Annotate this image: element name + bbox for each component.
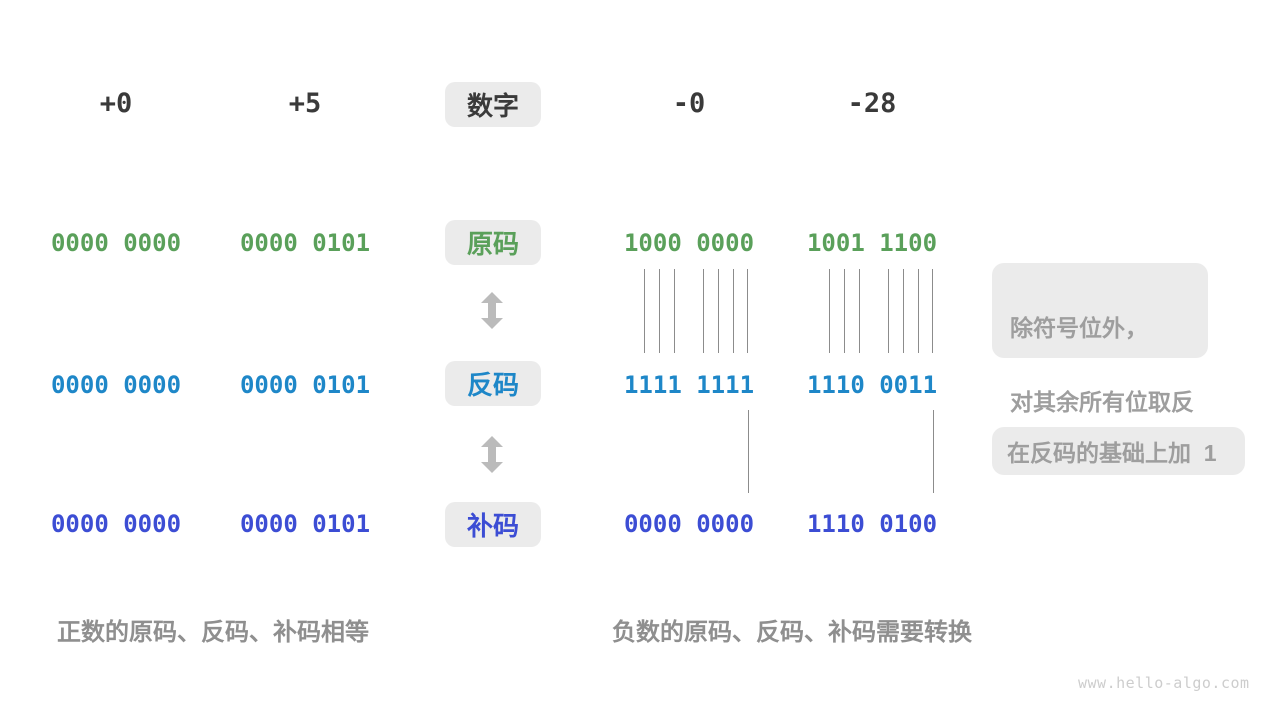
ones-complement-neg-zero: 1111 1111 [623, 371, 755, 399]
bit-tick [733, 269, 734, 353]
invert-bits-line1: 除符号位外， [1010, 315, 1148, 341]
invert-bits-annotation: 除符号位外， 对其余所有位取反 [992, 263, 1208, 415]
number-label-box: 数字 [445, 82, 541, 127]
bit-tick [674, 269, 675, 353]
sign-magnitude-pos-five: 0000 0101 [239, 229, 371, 257]
bit-tick [859, 269, 860, 353]
updown-arrow-icon [481, 436, 503, 473]
invert-bits-line2: 对其余所有位取反 [1010, 389, 1194, 415]
add-one-tick [748, 410, 749, 493]
positive-caption: 正数的原码、反码、补码相等 [57, 619, 369, 646]
bit-tick [703, 269, 704, 353]
sign-magnitude-label: 原码 [466, 229, 519, 259]
bit-tick [932, 269, 933, 353]
add-one-tick [933, 410, 934, 493]
header-minus-zero: -0 [672, 88, 706, 119]
ones-complement-pos-five: 0000 0101 [239, 371, 371, 399]
twos-complement-label: 补码 [466, 511, 519, 541]
sign-magnitude-label-box: 原码 [445, 220, 541, 265]
sign-magnitude-neg-zero: 1000 0000 [623, 229, 755, 257]
negative-caption: 负数的原码、反码、补码需要转换 [612, 619, 972, 646]
bit-tick [918, 269, 919, 353]
bit-tick [644, 269, 645, 353]
header-minus-28: -28 [847, 88, 897, 119]
twos-complement-neg-28: 1110 0100 [806, 510, 938, 538]
sign-magnitude-neg-28: 1001 1100 [806, 229, 938, 257]
twos-complement-pos-five: 0000 0101 [239, 510, 371, 538]
ones-complement-neg-28: 1110 0011 [806, 371, 938, 399]
bit-tick [747, 269, 748, 353]
updown-arrow-icon [481, 292, 503, 329]
bit-tick [903, 269, 904, 353]
header-plus-zero: +0 [99, 88, 133, 119]
add-one-annotation: 在反码的基础上加 1 [992, 427, 1245, 475]
twos-complement-label-box: 补码 [445, 502, 541, 547]
ones-complement-label: 反码 [466, 370, 519, 400]
ones-complement-pos-zero: 0000 0000 [50, 371, 182, 399]
number-label: 数字 [466, 91, 519, 121]
bit-tick [829, 269, 830, 353]
twos-complement-pos-zero: 0000 0000 [50, 510, 182, 538]
watermark: www.hello-algo.com [1078, 674, 1250, 692]
header-plus-five: +5 [288, 88, 322, 119]
sign-magnitude-pos-zero: 0000 0000 [50, 229, 182, 257]
bit-tick [718, 269, 719, 353]
bit-tick [888, 269, 889, 353]
bit-tick [844, 269, 845, 353]
ones-complement-label-box: 反码 [445, 361, 541, 406]
add-one-text: 在反码的基础上加 1 [1007, 440, 1217, 466]
bit-tick [659, 269, 660, 353]
twos-complement-neg-zero: 0000 0000 [623, 510, 755, 538]
